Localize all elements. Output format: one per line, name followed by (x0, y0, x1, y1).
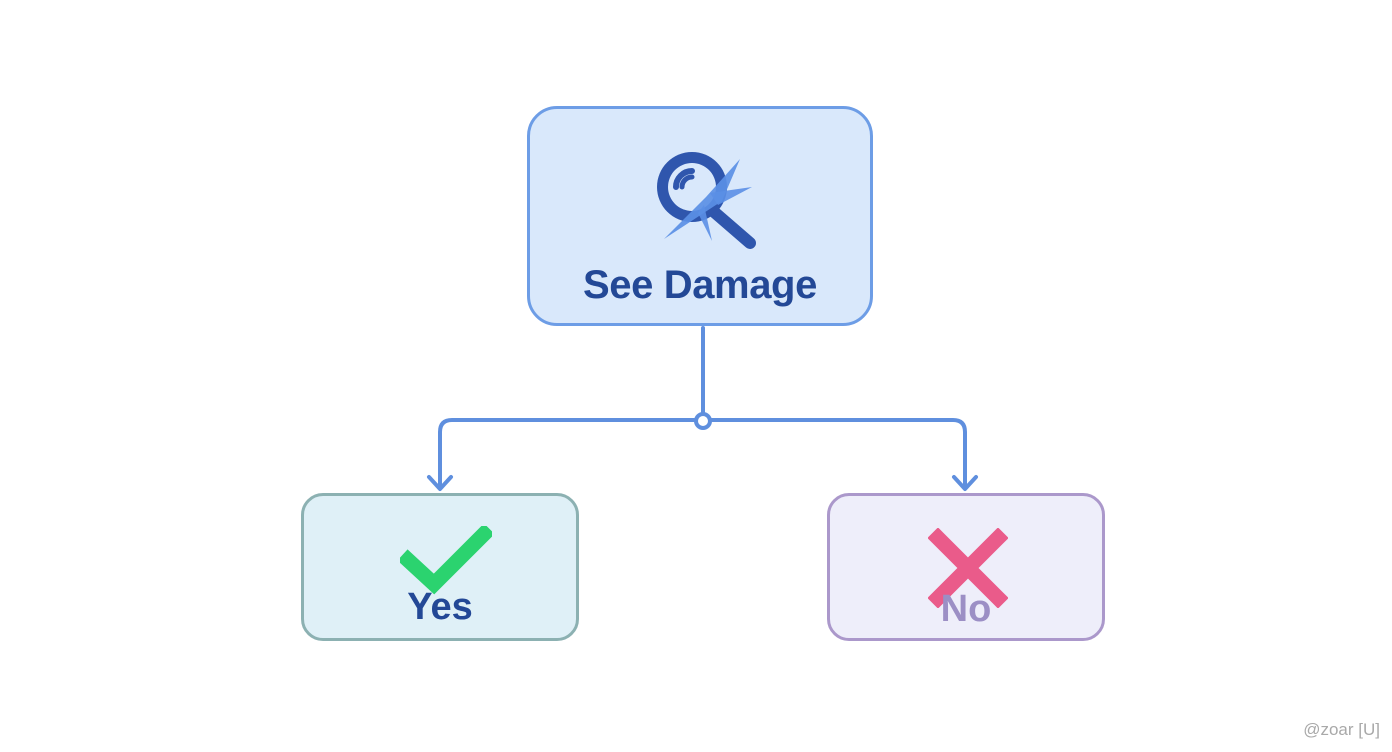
checkmark-icon (400, 526, 492, 595)
junction-point (694, 412, 712, 430)
no-arrow-head (952, 475, 978, 491)
no-node: No (827, 493, 1105, 641)
cross-icon (928, 528, 1008, 608)
see-damage-label: See Damage (583, 263, 817, 307)
yes-node: Yes (301, 493, 579, 641)
watermark: @zoar [U] (1303, 720, 1380, 739)
magnifying-glass-icon (657, 152, 756, 249)
see-damage-node: See Damage (527, 106, 873, 326)
yes-label: Yes (407, 586, 473, 628)
yes-arrow-head (427, 475, 453, 491)
no-label: No (940, 588, 992, 630)
